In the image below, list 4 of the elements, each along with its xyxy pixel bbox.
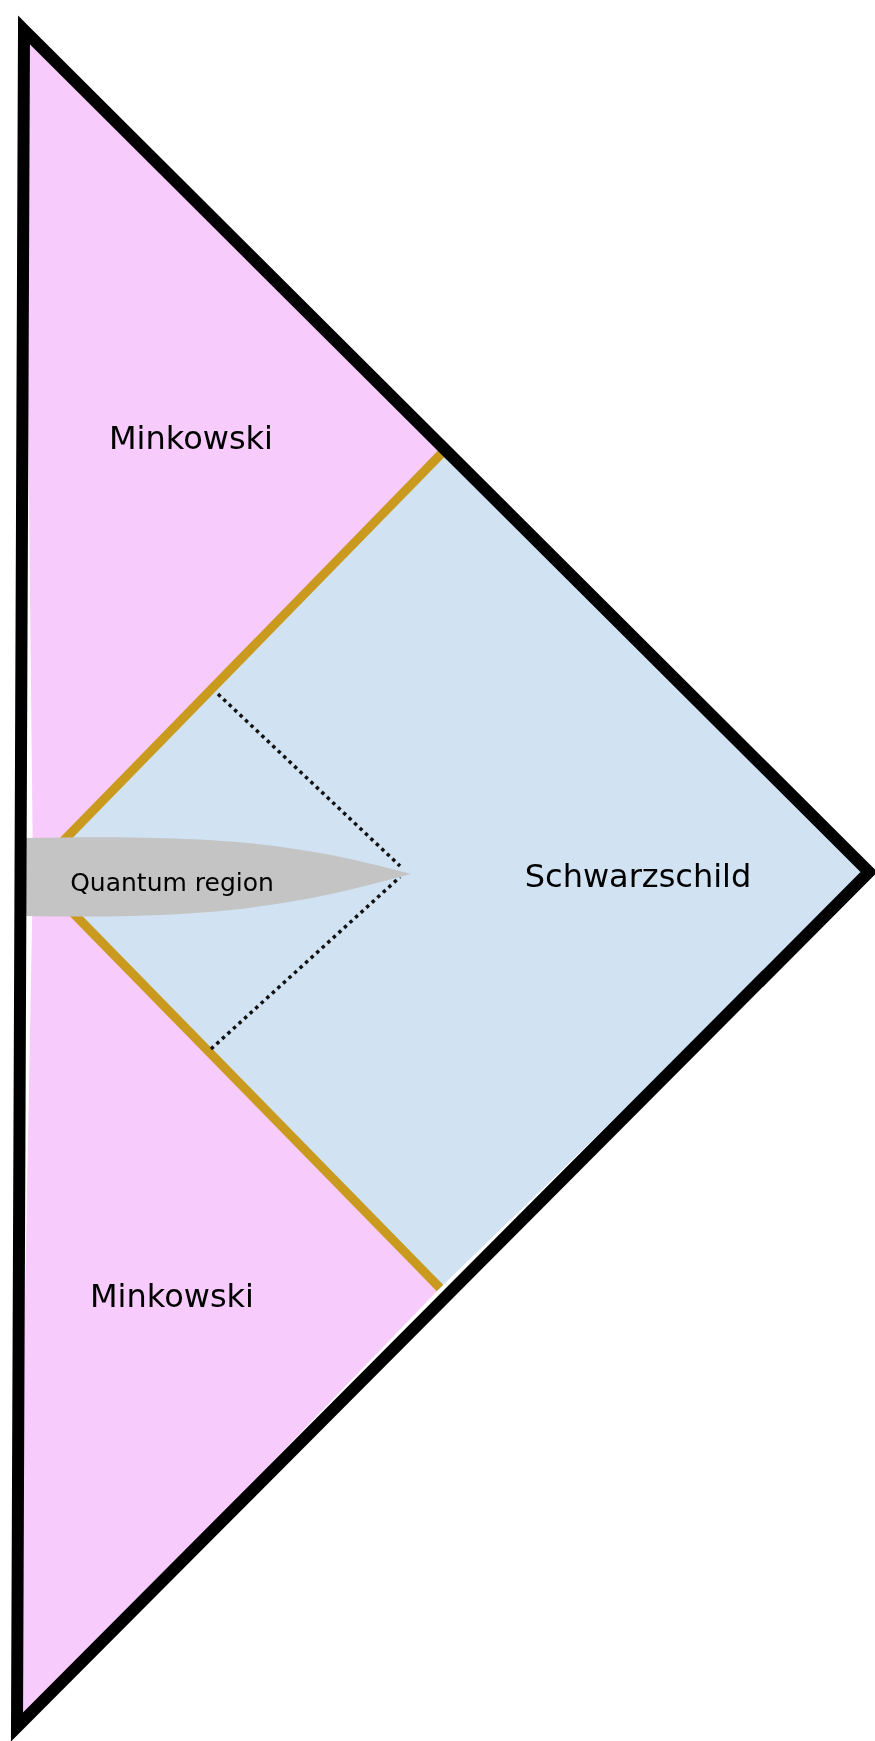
region-label: Minkowski [109, 421, 273, 457]
region-label: Quantum region [70, 869, 274, 897]
region-label: Minkowski [90, 1279, 254, 1315]
region-label: Schwarzschild [524, 859, 752, 895]
